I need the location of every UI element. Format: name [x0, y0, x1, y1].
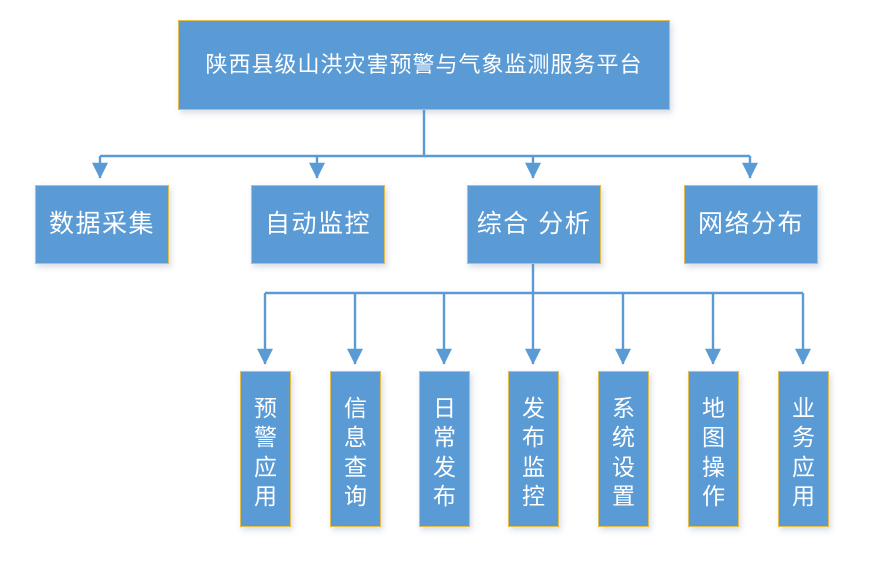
node-level3-alert-application[interactable]: 预警应用: [240, 371, 291, 527]
node-level2-auto-monitoring-label: 自动监控: [264, 209, 371, 238]
node-level2-comprehensive-analysis-label: 综合 分析: [476, 209, 592, 238]
node-level2-data-collection-label: 数据采集: [48, 209, 155, 238]
node-level2-auto-monitoring[interactable]: 自动监控: [251, 185, 385, 264]
node-level3-business-application-label: 业务应用: [792, 395, 815, 510]
node-level3-publish-monitoring-label: 发布监控: [522, 395, 545, 510]
node-level3-map-operations-label: 地图操作: [702, 395, 725, 510]
node-level3-system-settings[interactable]: 系统设置: [598, 371, 649, 527]
node-level3-system-settings-label: 系统设置: [612, 395, 635, 510]
node-level3-info-query[interactable]: 信息查询: [330, 371, 381, 527]
node-level3-daily-publishing[interactable]: 日常发布: [419, 371, 470, 527]
node-level2-network-distribution[interactable]: 网络分布: [684, 185, 818, 264]
node-level2-data-collection[interactable]: 数据采集: [35, 185, 169, 264]
node-level3-alert-application-label: 预警应用: [254, 395, 277, 510]
node-level3-publish-monitoring[interactable]: 发布监控: [508, 371, 559, 527]
node-level2-network-distribution-label: 网络分布: [697, 209, 804, 238]
node-level3-daily-publishing-label: 日常发布: [433, 395, 456, 510]
node-level3-business-application[interactable]: 业务应用: [778, 371, 829, 527]
node-level2-comprehensive-analysis[interactable]: 综合 分析: [467, 185, 601, 264]
node-level3-info-query-label: 信息查询: [344, 395, 367, 510]
node-root-label: 陕西县级山洪灾害预警与气象监测服务平台: [205, 52, 643, 78]
node-level3-map-operations[interactable]: 地图操作: [688, 371, 739, 527]
node-root[interactable]: 陕西县级山洪灾害预警与气象监测服务平台: [178, 20, 670, 110]
